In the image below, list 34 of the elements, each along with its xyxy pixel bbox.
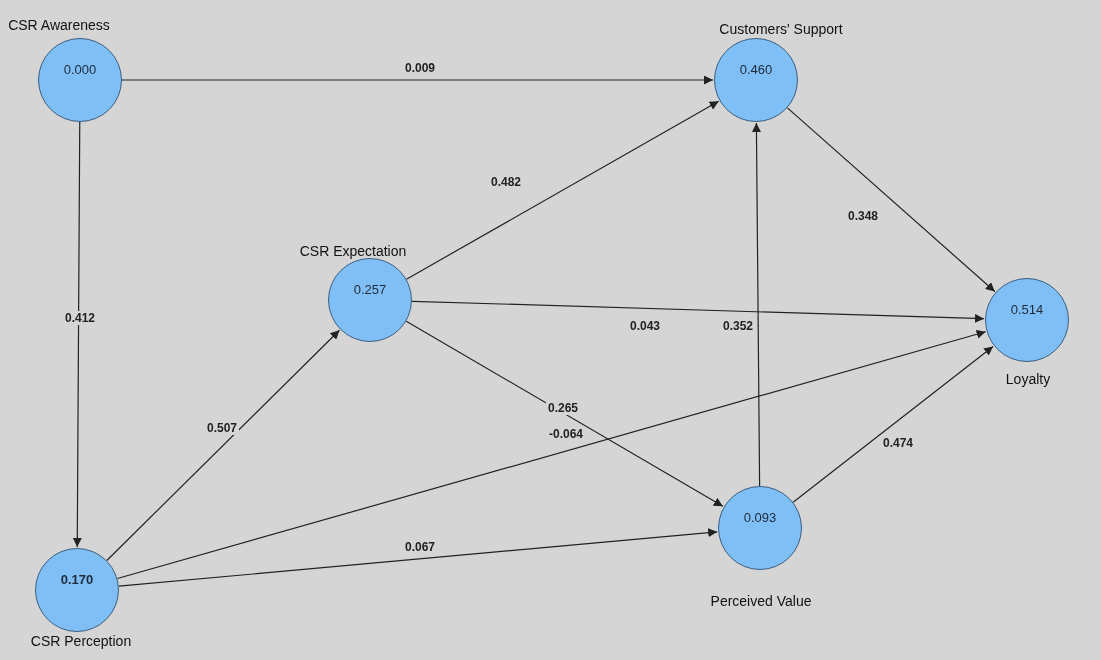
r-squared-value: 0.000	[63, 61, 97, 76]
construct-name: Loyalty	[1005, 371, 1051, 387]
edge-label: 0.482	[489, 175, 523, 189]
r-squared-value: 0.460	[739, 61, 773, 76]
r-squared-value: 0.170	[60, 571, 94, 586]
construct-name: CSR Expectation	[299, 243, 407, 259]
edge-label: -0.064	[547, 427, 585, 441]
edge-label: 0.348	[846, 209, 880, 223]
arrow	[72, 121, 82, 548]
edge-label: 0.474	[881, 436, 915, 450]
arrow	[792, 345, 994, 503]
arrow	[405, 320, 724, 507]
arrow	[106, 329, 341, 562]
construct-name: CSR Awareness	[8, 17, 110, 33]
arrow	[118, 528, 718, 587]
edge-label: 0.009	[403, 61, 437, 75]
arrow	[786, 107, 996, 293]
edge-label: 0.412	[63, 311, 97, 325]
construct-name: Customers' Support	[719, 21, 843, 37]
arrow	[121, 75, 714, 85]
r-squared-value: 0.093	[743, 509, 777, 524]
construct-name: CSR Perception	[30, 633, 132, 649]
edge-label: 0.265	[546, 401, 580, 415]
edge-label: 0.067	[403, 540, 437, 554]
r-squared-value: 0.514	[1010, 301, 1044, 316]
construct-name: Perceived Value	[710, 593, 812, 609]
arrow	[751, 122, 761, 487]
edge-label: 0.043	[628, 319, 662, 333]
arrow	[411, 300, 985, 323]
arrow	[405, 100, 720, 280]
arrow	[116, 329, 987, 580]
edge-label: 0.507	[205, 421, 239, 435]
edge-label: 0.352	[721, 319, 755, 333]
r-squared-value: 0.257	[353, 281, 387, 296]
